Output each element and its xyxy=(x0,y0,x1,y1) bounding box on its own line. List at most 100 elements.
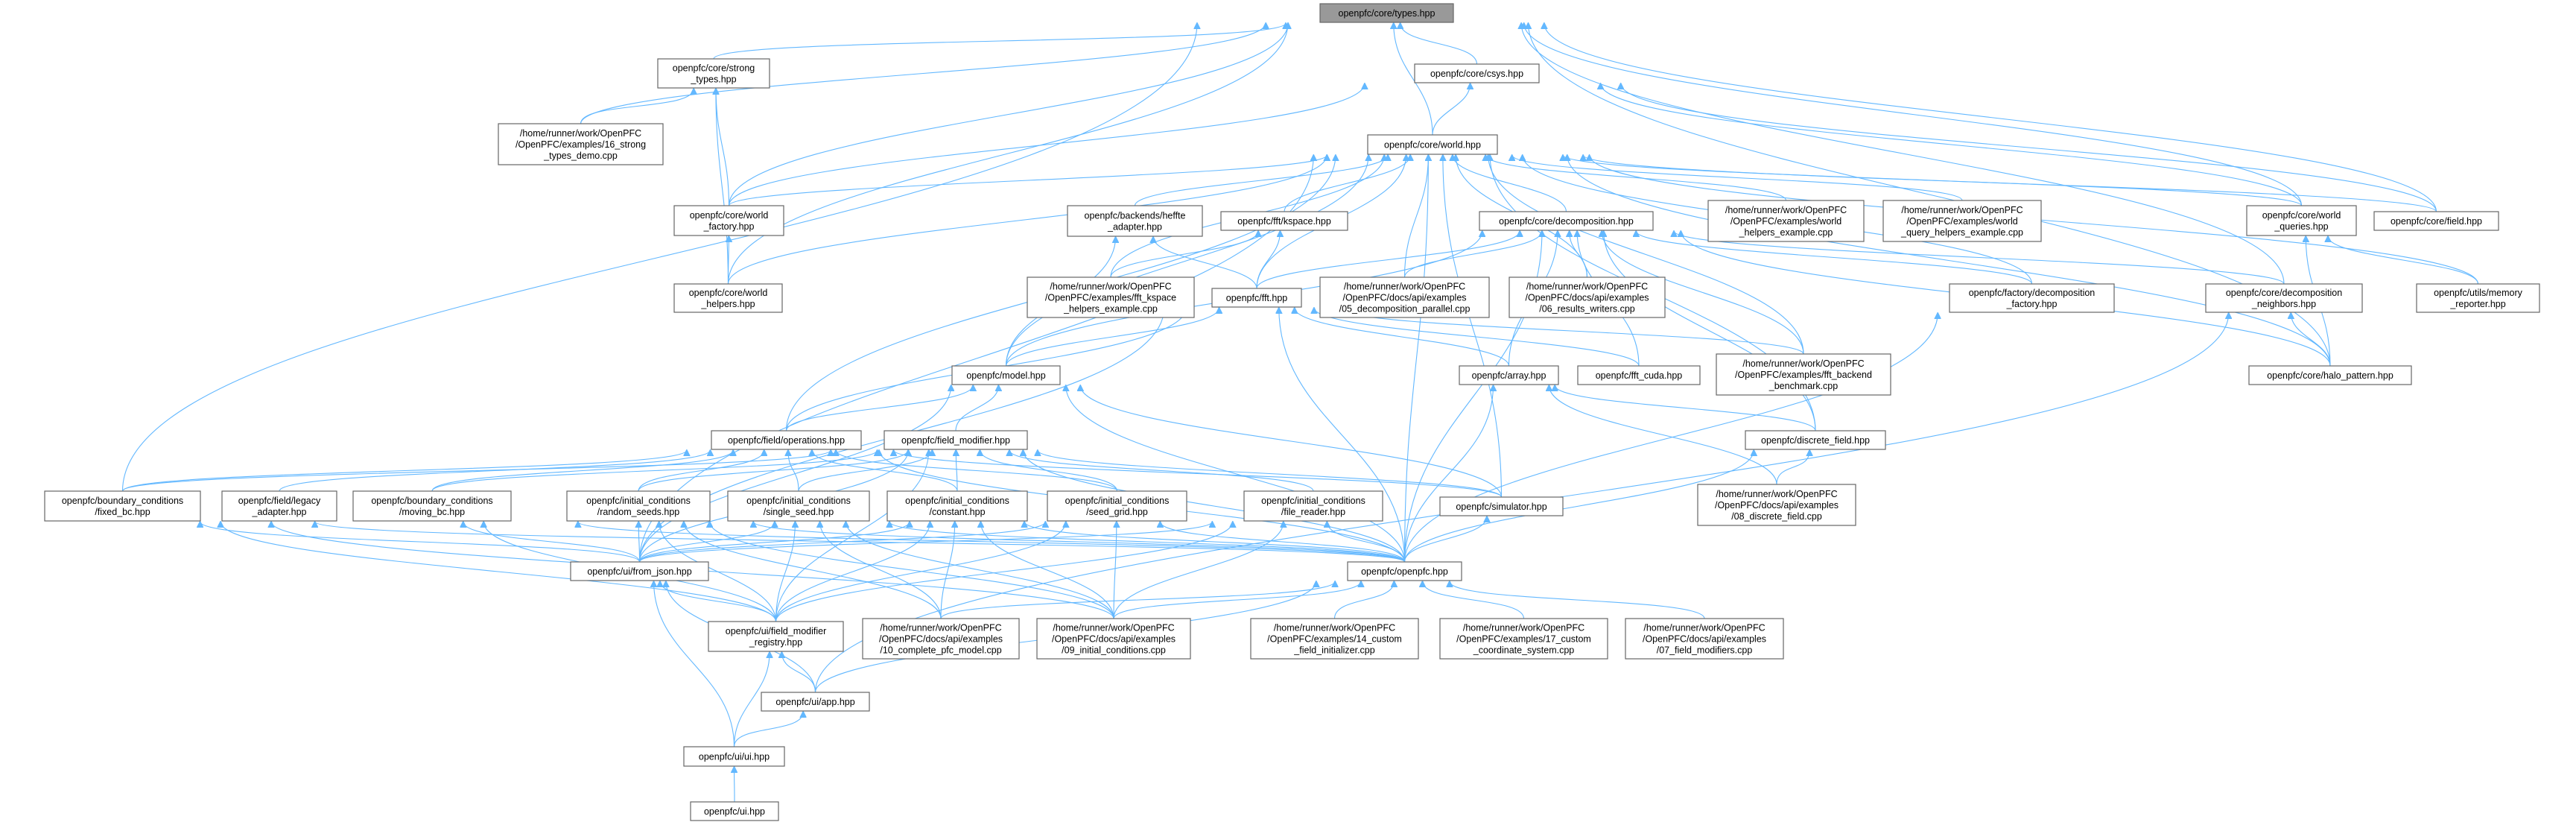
node-box xyxy=(1707,200,1865,242)
node-ui-ui[interactable]: openpfc/ui/ui.hpp xyxy=(683,746,785,767)
node-types[interactable]: openpfc/core/types.hpp xyxy=(1319,3,1454,23)
node-label: /OpenPFC/docs/api/examples xyxy=(879,634,1003,645)
node-label: /07_field_modifiers.cpp xyxy=(1657,645,1753,656)
edge-array-to-fft xyxy=(1295,308,1510,367)
edge-halo_pattern-to-world xyxy=(1567,155,2331,367)
node-box xyxy=(221,490,337,522)
node-box xyxy=(1319,276,1490,318)
edge-from_json-to-random_seeds xyxy=(638,522,639,563)
node-ex17[interactable]: /home/runner/work/OpenPFC/OpenPFC/exampl… xyxy=(1439,618,1608,660)
node-box xyxy=(2416,283,2540,313)
node-wq-example[interactable]: /home/runner/work/OpenPFC/OpenPFC/exampl… xyxy=(1882,200,2042,242)
edge-openpfc-to-seed_grid xyxy=(1160,522,1406,563)
node-openpfc[interactable]: openpfc/openpfc.hpp xyxy=(1347,561,1462,581)
edge-openpfc-to-field_modifier xyxy=(1023,450,1406,563)
edge-from_json-to-file_reader xyxy=(638,522,1213,563)
node-moving-bc[interactable]: openpfc/boundary_conditions/moving_bc.hp… xyxy=(352,490,512,522)
node-fft-bench[interactable]: /home/runner/work/OpenPFC/OpenPFC/exampl… xyxy=(1716,353,1891,396)
node-label: openpfc/field_modifier.hpp xyxy=(901,435,1010,446)
edge-from_json-to-fixed_bc xyxy=(200,522,641,563)
node-strong-types[interactable]: openpfc/core/strong_types.hpp xyxy=(657,58,770,89)
node-ex07[interactable]: /home/runner/work/OpenPFC/OpenPFC/docs/a… xyxy=(1625,618,1784,660)
node-csys[interactable]: openpfc/core/csys.hpp xyxy=(1414,63,1540,83)
edge-memory_reporter-to-world_queries xyxy=(2328,236,2479,285)
node-label: openpfc/boundary_conditions xyxy=(371,496,492,506)
node-demo16[interactable]: /home/runner/work/OpenPFC/OpenPFC/exampl… xyxy=(498,123,664,165)
node-ex10[interactable]: /home/runner/work/OpenPFC/OpenPFC/docs/a… xyxy=(862,618,1020,660)
node-discrete-field[interactable]: openpfc/discrete_field.hpp xyxy=(1745,430,1886,450)
edge-world_factory-to-world xyxy=(728,155,1327,206)
node-simulator[interactable]: openpfc/simulator.hpp xyxy=(1439,496,1564,516)
node-field-operations[interactable]: openpfc/field/operations.hpp xyxy=(711,430,862,450)
node-box xyxy=(1577,365,1701,385)
node-decomp-factory[interactable]: openpfc/factory/decomposition_factory.hp… xyxy=(1949,283,2115,313)
node-label: _adapter.hpp xyxy=(1107,222,1162,233)
node-model[interactable]: openpfc/model.hpp xyxy=(951,365,1061,385)
node-wh-example[interactable]: /home/runner/work/OpenPFC/OpenPFC/exampl… xyxy=(1707,200,1865,242)
node-ex14[interactable]: /home/runner/work/OpenPFC/OpenPFC/exampl… xyxy=(1250,618,1419,660)
node-label: openpfc/model.hpp xyxy=(966,370,1045,381)
node-from-json[interactable]: openpfc/ui/from_json.hpp xyxy=(570,561,709,581)
edge-openpfc-to-array xyxy=(1403,385,1494,563)
node-label: /OpenPFC/docs/api/examples xyxy=(1715,500,1839,511)
edge-ex09-to-file_reader xyxy=(1113,522,1284,619)
node-fm-registry[interactable]: openpfc/ui/field_modifier_registry.hpp xyxy=(708,621,844,652)
edge-strong_types-to-types xyxy=(713,23,1286,60)
node-label: openpfc/fft.hpp xyxy=(1226,293,1288,303)
node-label: openpfc/discrete_field.hpp xyxy=(1761,435,1870,446)
node-file-reader[interactable]: openpfc/initial_conditions/file_reader.h… xyxy=(1243,490,1383,522)
node-world-queries[interactable]: openpfc/core/world_queries.hpp xyxy=(2246,205,2357,236)
node-box xyxy=(1243,490,1383,522)
edge-world_factory-to-types xyxy=(728,23,1289,206)
node-heffte[interactable]: openpfc/backends/heffte_adapter.hpp xyxy=(1067,205,1203,237)
node-app[interactable]: openpfc/ui/app.hpp xyxy=(761,692,870,712)
node-label: _factory.hpp xyxy=(703,221,755,232)
node-box xyxy=(2205,283,2363,313)
node-memory-reporter[interactable]: openpfc/utils/memory_reporter.hpp xyxy=(2416,283,2540,313)
edge-openpfc-to-discrete_field xyxy=(1403,450,1754,563)
edge-random_seeds-to-field_operations xyxy=(638,450,764,492)
node-world-factory[interactable]: openpfc/core/world_factory.hpp xyxy=(673,205,784,236)
edge-fm_registry-to-constant xyxy=(775,522,930,622)
node-fft[interactable]: openpfc/fft.hpp xyxy=(1211,288,1302,308)
node-kspace[interactable]: openpfc/fft/kspace.hpp xyxy=(1220,211,1348,231)
node-label: _adapter.hpp xyxy=(252,507,307,517)
node-fft-cuda[interactable]: openpfc/fft_cuda.hpp xyxy=(1577,365,1701,385)
node-label: openpfc/core/strong xyxy=(673,63,755,74)
edge-demo16-to-types xyxy=(580,23,1266,124)
node-field-modifier[interactable]: openpfc/field_modifier.hpp xyxy=(883,430,1028,450)
node-decomposition[interactable]: openpfc/core/decomposition.hpp xyxy=(1479,211,1654,231)
node-label: openpfc/initial_conditions xyxy=(905,496,1009,506)
edge-ex08-to-discrete_field xyxy=(1776,450,1809,485)
node-single-seed[interactable]: openpfc/initial_conditions/single_seed.h… xyxy=(727,490,870,522)
node-box xyxy=(1697,484,1856,526)
node-ui[interactable]: openpfc/ui.hpp xyxy=(690,801,779,821)
node-label: _registry.hpp xyxy=(749,637,802,648)
edge-from_json-to-constant xyxy=(638,522,910,563)
node-ex06[interactable]: /home/runner/work/OpenPFC/OpenPFC/docs/a… xyxy=(1509,276,1666,318)
node-box xyxy=(1347,561,1462,581)
node-array[interactable]: openpfc/array.hpp xyxy=(1459,365,1559,385)
node-world-helpers[interactable]: openpfc/core/world_helpers.hpp xyxy=(673,283,783,313)
node-ex09[interactable]: /home/runner/work/OpenPFC/OpenPFC/docs/a… xyxy=(1036,618,1191,660)
node-box xyxy=(1319,3,1454,23)
node-box xyxy=(1745,430,1886,450)
node-fixed-bc[interactable]: openpfc/boundary_conditions/fixed_bc.hpp xyxy=(44,490,201,522)
node-legacy-adapter[interactable]: openpfc/field/legacy_adapter.hpp xyxy=(221,490,337,522)
node-halo-pattern[interactable]: openpfc/core/halo_pattern.hpp xyxy=(2248,365,2412,385)
node-label: openpfc/initial_conditions xyxy=(1065,496,1170,506)
node-world[interactable]: openpfc/core/world.hpp xyxy=(1367,134,1498,155)
node-ex05[interactable]: /home/runner/work/OpenPFC/OpenPFC/docs/a… xyxy=(1319,276,1490,318)
node-fftk-example[interactable]: /home/runner/work/OpenPFC/OpenPFC/exampl… xyxy=(1027,276,1195,318)
node-ex08[interactable]: /home/runner/work/OpenPFC/OpenPFC/docs/a… xyxy=(1697,484,1856,526)
node-label: /OpenPFC/docs/api/examples xyxy=(1052,634,1176,645)
node-field[interactable]: openpfc/core/field.hpp xyxy=(2373,211,2499,231)
node-label: /06_results_writers.cpp xyxy=(1539,304,1635,314)
node-constant[interactable]: openpfc/initial_conditions/constant.hpp xyxy=(886,490,1028,522)
node-decomp-neighbors[interactable]: openpfc/core/decomposition_neighbors.hpp xyxy=(2205,283,2363,313)
node-seed-grid[interactable]: openpfc/initial_conditions/seed_grid.hpp xyxy=(1047,490,1187,522)
edge-halo_pattern-to-decomp_neighbors xyxy=(2291,313,2331,367)
node-random-seeds[interactable]: openpfc/initial_conditions/random_seeds.… xyxy=(566,490,711,522)
node-label: openpfc/core/halo_pattern.hpp xyxy=(2267,370,2393,381)
